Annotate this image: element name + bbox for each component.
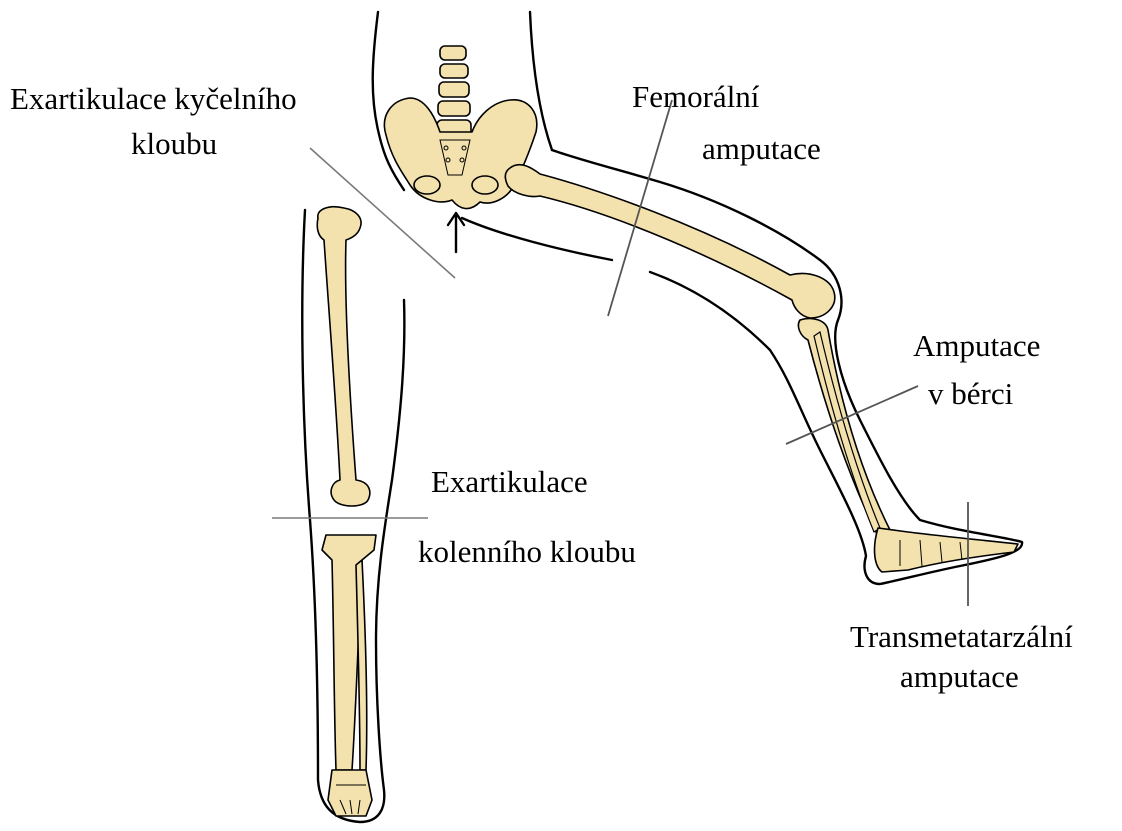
hip-disarticulation-label-line2: kloubu (131, 127, 217, 161)
femoral-amputation-label-line2: amputace (702, 132, 821, 166)
lower-leg-amputation-label-line1: Amputace (913, 329, 1040, 363)
transmetatarsal-amputation-label-line1: Transmetatarzální (850, 620, 1073, 654)
knee-disarticulation-label-line2: kolenního kloubu (418, 535, 636, 569)
hip-disarticulation-label-line1: Exartikulace kyčelního (10, 82, 297, 116)
lower-leg-amputation-label-line2: v bérci (928, 377, 1013, 411)
femoral-amputation-label-line1: Femorální (632, 80, 759, 114)
transmetatarsal-amputation-label-line2: amputace (900, 660, 1019, 694)
standing-leg (302, 207, 404, 822)
knee-disarticulation-label-line1: Exartikulace (431, 465, 588, 499)
raised-leg (448, 150, 1022, 584)
